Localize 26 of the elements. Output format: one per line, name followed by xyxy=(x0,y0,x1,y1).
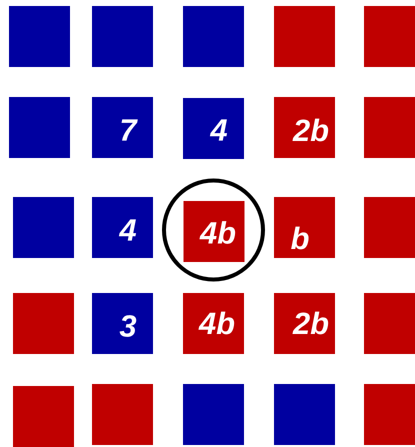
square-tile xyxy=(92,6,153,67)
square-tile xyxy=(274,6,335,67)
square-tile xyxy=(13,386,74,447)
square-tile xyxy=(183,384,244,445)
labelled-tile: 4 xyxy=(92,197,153,258)
square-tile xyxy=(364,197,415,258)
square-tile xyxy=(92,384,153,445)
square-tile xyxy=(9,6,70,67)
square-tile xyxy=(364,6,415,67)
square-tile xyxy=(364,293,415,354)
labelled-tile: b xyxy=(274,197,335,258)
labelled-tile: 4b xyxy=(184,201,244,262)
labelled-tile: 2b xyxy=(274,293,335,354)
square-tile xyxy=(9,97,70,158)
labelled-tile: 3 xyxy=(92,293,153,354)
labelled-tile: 4b xyxy=(183,293,244,354)
square-tile xyxy=(364,97,415,158)
square-tile xyxy=(13,197,74,258)
square-tile xyxy=(364,384,415,445)
square-tile xyxy=(274,384,335,445)
square-tile xyxy=(183,6,244,67)
square-tile xyxy=(13,293,74,354)
highlight-circle xyxy=(162,178,265,282)
labelled-tile: 7 xyxy=(92,97,153,158)
labelled-tile: 4 xyxy=(183,98,244,159)
labelled-tile: 2b xyxy=(274,97,335,158)
